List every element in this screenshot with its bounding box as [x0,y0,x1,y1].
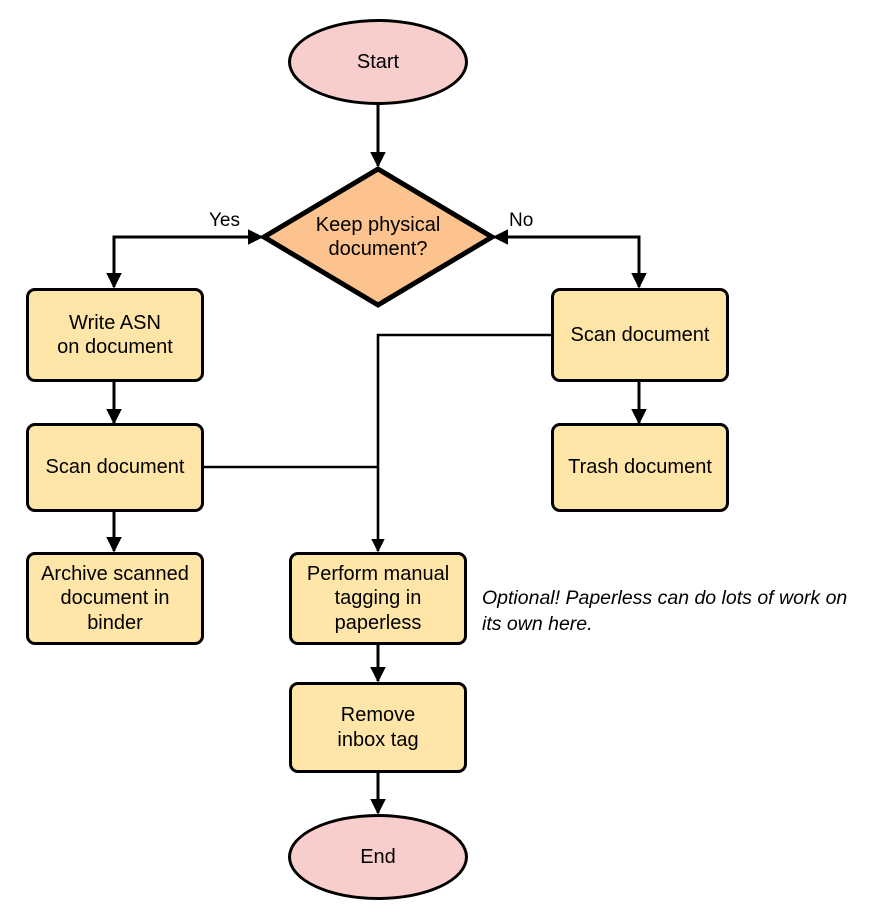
node-tagging-label: Perform manual tagging in paperless [306,562,450,634]
node-remove-inbox-tag[interactable]: Remove inbox tag [289,682,467,773]
node-scan-document-left[interactable]: Scan document [26,423,204,512]
node-archive-label: Archive scanned document in binder [41,562,189,634]
node-scan-document-right[interactable]: Scan document [551,288,729,382]
node-perform-manual-tagging[interactable]: Perform manual tagging in paperless [289,552,467,645]
diamond-shape [261,166,495,308]
node-archive-scanned-document[interactable]: Archive scanned document in binder [26,552,204,645]
node-write-asn-on-document[interactable]: Write ASN on document [26,288,204,382]
node-trash-document[interactable]: Trash document [551,423,729,512]
edge-decision-no-to-scan-right [492,229,647,289]
node-scan-document-right-label: Scan document [570,323,710,346]
node-remove-inbox-tag-label: Remove inbox tag [337,704,419,751]
node-decision-keep-physical-document[interactable]: Keep physical document? [261,166,495,308]
node-end[interactable]: End [288,814,468,900]
edge-label-yes: Yes [209,210,240,231]
node-scan-document-left-label: Scan document [45,456,185,479]
annotation-optional-note: Optional! Paperless can do lots of work … [482,587,848,635]
edge-scan-right-to-tagging [371,333,551,553]
node-end-label: End [360,845,396,868]
edge-label-no: No [509,210,534,231]
node-write-asn-label: Write ASN on document [57,311,173,358]
node-trash-document-label: Trash document [568,456,712,479]
node-start-label: Start [356,50,400,73]
edge-decision-yes-to-write-asn [106,229,264,289]
node-decision-label: Keep physical document? [315,213,441,260]
node-start[interactable]: Start [288,19,468,105]
